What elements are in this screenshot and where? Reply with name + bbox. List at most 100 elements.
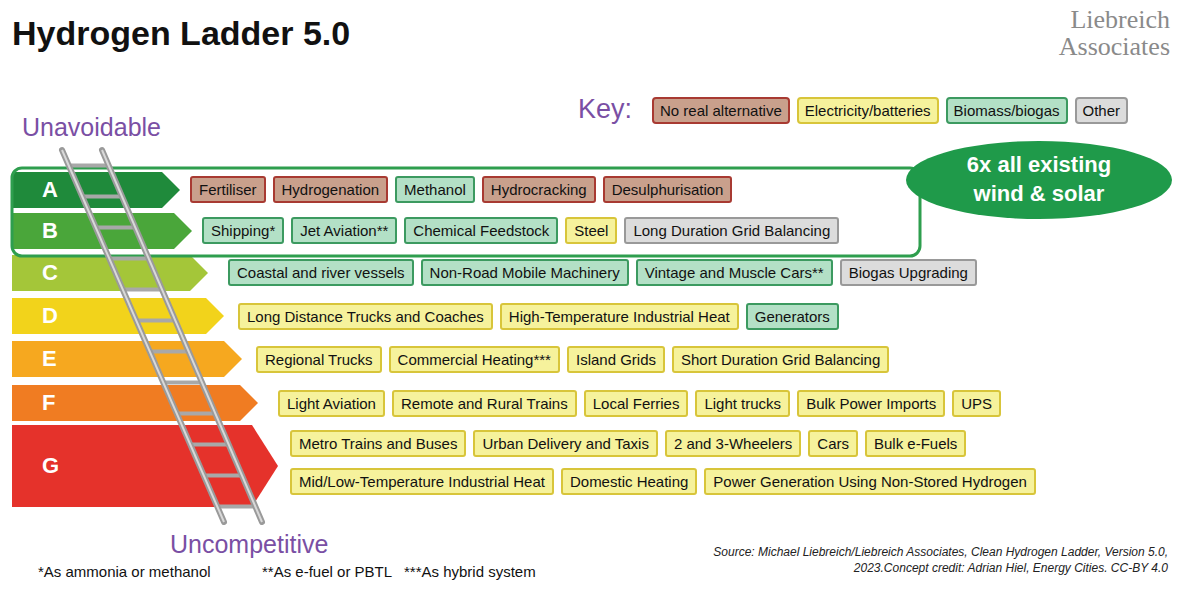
use-case-text: Steel (574, 222, 608, 239)
use-case-text: Shipping* (211, 222, 275, 239)
ladder-rung (96, 226, 136, 230)
ladder-rung (217, 505, 255, 509)
use-case-box: Short Duration Grid Balancing (672, 346, 889, 373)
legend-text: Other (1083, 102, 1121, 119)
band-arrow (12, 172, 180, 208)
band-arrow (12, 298, 224, 334)
use-case-box: Metro Trains and Buses (290, 430, 466, 457)
callout-text: 6x all existing wind & solar (944, 151, 1134, 208)
axis-label: Uncompetitive (170, 530, 328, 559)
legend-swatch: No real alternative (652, 97, 790, 124)
use-case-text: Short Duration Grid Balancing (681, 351, 880, 368)
use-case-box: Light Aviation (278, 390, 385, 417)
use-case-text: Commercial Heating*** (398, 351, 551, 368)
use-case-box: Steel (565, 217, 617, 244)
ladder-rung (109, 257, 148, 261)
use-case-box: Non-Road Mobile Machinery (421, 259, 629, 286)
footnote: *As ammonia or methanol (38, 563, 211, 580)
use-case-text: Long Duration Grid Balancing (633, 222, 830, 239)
use-case-text: Regional Trucks (265, 351, 373, 368)
use-case-text: Fertiliser (199, 181, 257, 198)
use-case-text: Metro Trains and Buses (299, 435, 457, 452)
legend-swatch: Electricity/batteries (797, 97, 939, 124)
use-case-box: Jet Aviation** (291, 217, 397, 244)
use-case-text: 2 and 3-Wheelers (674, 435, 792, 452)
use-case-box: Local Ferries (584, 390, 689, 417)
ladder-rail (62, 150, 224, 522)
callout-ellipse-shape (905, 140, 1173, 220)
use-case-box: High-Temperature Industrial Heat (500, 303, 739, 330)
use-case-text: Urban Delivery and Taxis (482, 435, 648, 452)
footnote: **As e-fuel or PBTL (262, 563, 392, 580)
ladder-rail-highlight (62, 150, 224, 522)
legend-swatch: Biomass/biogas (946, 97, 1068, 124)
source-note: Source: Michael Liebreich/Liebreich Asso… (712, 544, 1168, 576)
use-case-text: Power Generation Using Non-Stored Hydrog… (713, 473, 1027, 490)
use-case-text: Cars (817, 435, 849, 452)
ladder-rung (163, 381, 202, 385)
use-case-text: Long Distance Trucks and Coaches (247, 308, 484, 325)
use-case-box: Commercial Heating*** (389, 346, 560, 373)
use-case-box: Regional Trucks (256, 346, 382, 373)
use-case-box: Bulk Power Imports (797, 390, 945, 417)
use-case-box: Bulk e-Fuels (865, 430, 966, 457)
ladder-rung (69, 164, 109, 168)
use-case-text: Generators (755, 308, 830, 325)
ladder-band: E (12, 341, 242, 377)
axis-label: Unavoidable (22, 113, 161, 142)
use-case-text: High-Temperature Industrial Heat (509, 308, 730, 325)
use-case-text: Hydrogenation (282, 181, 380, 198)
ladder-band: A (12, 172, 180, 208)
use-case-text: Biogas Upgrading (849, 264, 968, 281)
use-case-box: Chemical Feedstock (404, 217, 558, 244)
band-letter: F (42, 390, 55, 416)
band-letter: E (42, 346, 57, 372)
band-letter: G (42, 453, 59, 479)
legend-text: Biomass/biogas (954, 102, 1060, 119)
footnote: ***As hybrid system (404, 563, 536, 580)
use-case-text: Bulk Power Imports (806, 395, 936, 412)
ladder-rung (82, 195, 122, 199)
ladder-rung (204, 474, 242, 478)
band-arrow (12, 341, 242, 377)
use-case-text: Remote and Rural Trains (401, 395, 568, 412)
band-letter: C (42, 260, 58, 286)
ladder-rung (136, 319, 175, 323)
watermark: Liebreich Associates (1000, 6, 1170, 61)
use-case-box: Domestic Heating (561, 468, 697, 495)
use-case-text: Light trucks (704, 395, 781, 412)
use-case-text: Coastal and river vessels (237, 264, 405, 281)
use-case-box: Remote and Rural Trains (392, 390, 577, 417)
band-letter: B (42, 218, 58, 244)
use-case-text: Methanol (404, 181, 466, 198)
use-case-text: Island Grids (576, 351, 656, 368)
legend-swatch: Other (1075, 97, 1129, 124)
legend-text: No real alternative (660, 102, 782, 119)
use-case-box: Long Duration Grid Balancing (624, 217, 839, 244)
use-case-text: Non-Road Mobile Machinery (430, 264, 620, 281)
use-case-box: Generators (746, 303, 839, 330)
use-case-box: Mid/Low-Temperature Industrial Heat (290, 468, 554, 495)
use-case-text: Jet Aviation** (300, 222, 388, 239)
use-case-box: Long Distance Trucks and Coaches (238, 303, 493, 330)
band-arrow (12, 385, 258, 421)
use-case-box: Methanol (395, 176, 475, 203)
use-case-box: Light trucks (695, 390, 790, 417)
callout-ellipse-shape (906, 141, 1172, 219)
group-outline (12, 168, 920, 256)
ladder-band: F (12, 385, 258, 421)
use-case-text: Vintage and Muscle Cars** (645, 264, 824, 281)
use-case-box: Hydrogenation (273, 176, 389, 203)
title: Hydrogen Ladder 5.0 (12, 14, 350, 53)
use-case-text: Chemical Feedstock (413, 222, 549, 239)
use-case-box: Power Generation Using Non-Stored Hydrog… (704, 468, 1036, 495)
callout-ellipse: 6x all existing wind & solar (905, 140, 1173, 220)
use-case-box: Fertiliser (190, 176, 266, 203)
ladder-rail-highlight (102, 150, 262, 522)
use-case-box: Biogas Upgrading (840, 259, 977, 286)
band-arrow (12, 172, 180, 208)
use-case-text: Domestic Heating (570, 473, 688, 490)
use-case-text: Mid/Low-Temperature Industrial Heat (299, 473, 545, 490)
